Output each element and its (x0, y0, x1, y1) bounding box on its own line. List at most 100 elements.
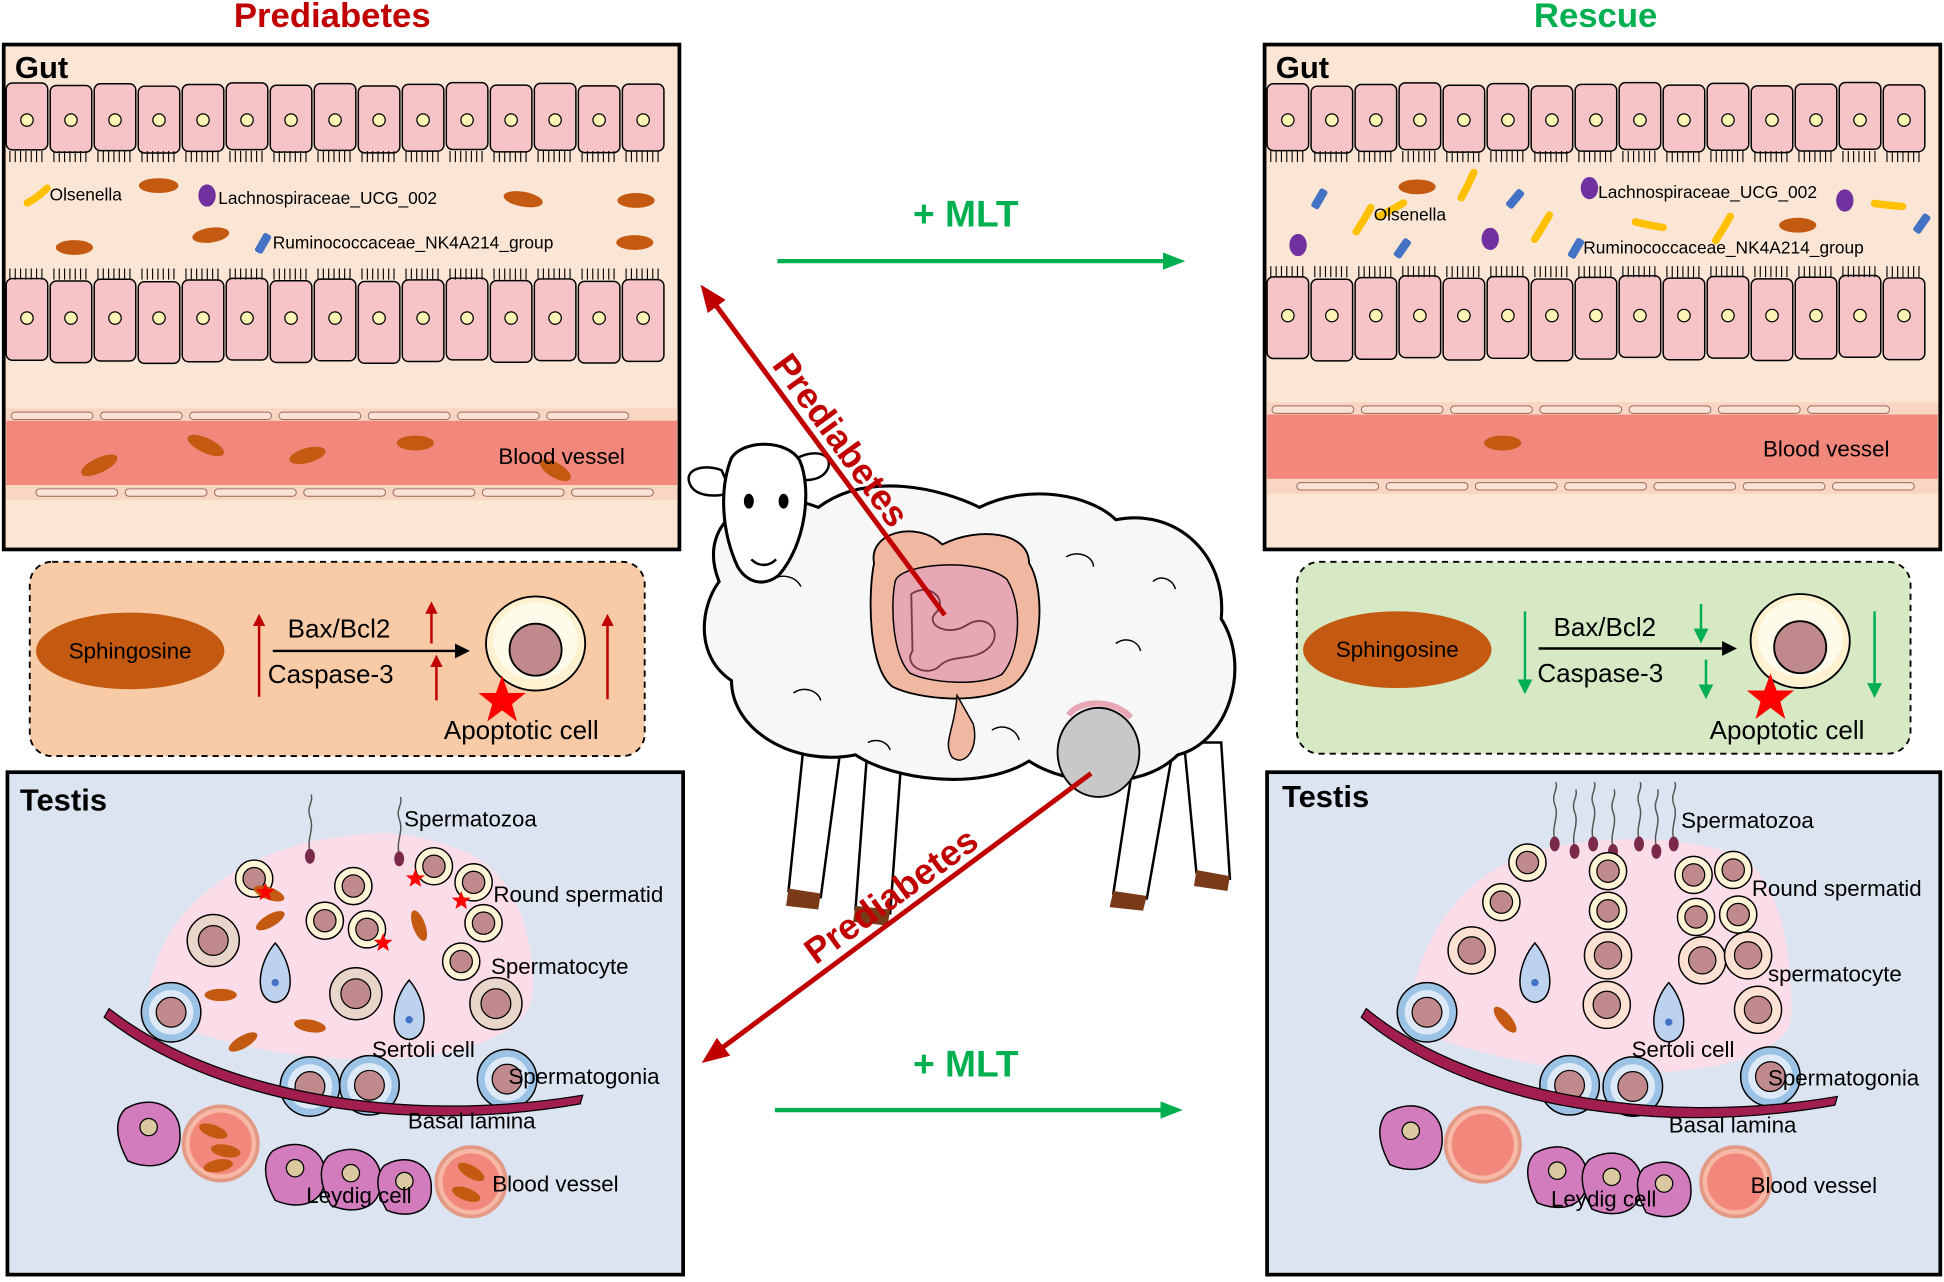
epithelial-cell (137, 268, 181, 365)
nucleus (240, 311, 254, 325)
blood-vessel-label-testis-right: Blood vessel (1751, 1173, 1877, 1198)
spermatocyte (329, 966, 383, 1021)
apoptotic-cell-icon (485, 595, 587, 692)
endothelial-cell (481, 488, 565, 497)
bacterium-orange (411, 910, 428, 941)
bacterium-orange (616, 235, 654, 250)
leydig-cell (377, 1159, 432, 1215)
apoptotic-cell-label-right: Apoptotic cell (1710, 715, 1865, 745)
epithelial-cell (1442, 266, 1486, 361)
apoptosis-panel-right: Sphingosine Bax/Bcl2 Caspase-3 Apoptotic… (1295, 560, 1912, 755)
olsenella-bacterium (1457, 168, 1478, 202)
epithelial-cell (1882, 84, 1926, 163)
nucleus (460, 113, 474, 127)
nucleus (1897, 308, 1911, 323)
nucleus (1413, 113, 1427, 127)
epithelial-cell (1574, 266, 1618, 360)
nucleus (20, 311, 34, 325)
spermatocyte (1677, 936, 1727, 985)
endothelial-cell (278, 411, 362, 421)
bacterium-orange (204, 988, 237, 1002)
testis-organ-icon (1056, 700, 1141, 798)
spermatozoon (394, 796, 405, 867)
nucleus (592, 113, 606, 127)
epithelial-cell (1838, 81, 1882, 163)
spermatocyte (1723, 931, 1773, 980)
basal-lamina-label-left: Basal lamina (408, 1109, 536, 1134)
star-icon (1746, 673, 1794, 719)
nucleus (1897, 113, 1911, 127)
bacterium-orange (55, 240, 93, 255)
spermatozoon (304, 794, 315, 864)
germ-cells-left (140, 794, 538, 1117)
round-spermatid (334, 866, 373, 906)
blood-vessel-section (434, 1145, 508, 1219)
endothelial-cell (1717, 405, 1801, 414)
leydig-cell (1527, 1146, 1588, 1209)
nucleus (1589, 113, 1603, 127)
sphingosine-oval (1303, 611, 1492, 689)
nucleus (1457, 113, 1471, 127)
nucleus (1853, 113, 1867, 127)
round-spermatid (347, 910, 387, 949)
endothelial-cell (1831, 482, 1915, 491)
round-spermatid (1713, 850, 1753, 890)
round-spermatid (1676, 897, 1716, 937)
leydig-label-left: Leydig cell (306, 1183, 411, 1208)
nucleus (108, 113, 122, 127)
nucleus (196, 113, 210, 127)
nucleus (504, 113, 518, 127)
nucleus (284, 311, 298, 325)
nucleus (152, 113, 166, 127)
endothelial-cell (1628, 405, 1712, 414)
basal-lamina-label-right: Basal lamina (1669, 1112, 1797, 1137)
endothelial-cell (392, 488, 476, 497)
round-spermatid-label-left: Round spermatid (493, 882, 663, 907)
apoptotic-cell-icon (1749, 593, 1851, 689)
bacterium-orange (1493, 1006, 1517, 1033)
nucleus (1633, 113, 1647, 127)
ruminococcaceae-bacterium (254, 233, 272, 254)
olsenella-bacterium (1711, 212, 1735, 245)
epithelial-cell (5, 268, 49, 361)
leydig-cell (116, 1101, 181, 1167)
ruminococcaceae-bacterium (1506, 189, 1525, 209)
nucleus (196, 311, 210, 325)
blood-cell (199, 1123, 228, 1139)
nucleus (64, 113, 78, 127)
epithelial-cell (533, 268, 577, 362)
spermatocyte-label-right: spermatocyte (1768, 961, 1902, 986)
epithelium-bottom-right (1266, 266, 1926, 362)
olsenella-bacterium (1374, 199, 1408, 221)
interstitium-right (1379, 1105, 1773, 1219)
endothelial-cell (1539, 405, 1623, 414)
nucleus (372, 113, 386, 127)
epithelial-cell (445, 81, 489, 163)
nucleus (1325, 308, 1339, 323)
epithelial-cell (1266, 266, 1310, 360)
ruminococcaceae-bacterium (1913, 213, 1931, 234)
epithelium-top-right (1266, 81, 1926, 163)
olsenella-bacterium (1631, 218, 1667, 232)
nucleus (1501, 308, 1515, 323)
round-spermatid (1508, 843, 1547, 882)
spermatocyte (1582, 980, 1632, 1030)
blood-cell (203, 1159, 233, 1173)
nucleus (592, 311, 606, 325)
blood-cell (457, 1162, 485, 1182)
spermatogonium (1396, 981, 1458, 1043)
endothelial-cell (189, 411, 273, 421)
lachnospiraceae-bacterium (1289, 233, 1307, 257)
prediabetes-arrow-testis (701, 771, 1093, 1063)
nucleus (1501, 113, 1515, 127)
nucleus (328, 113, 342, 127)
nucleus (1281, 113, 1295, 127)
spermatocyte (1447, 926, 1496, 975)
sphingosine-label-left: Sphingosine (69, 638, 192, 663)
ruminococcaceae-bacterium (1393, 238, 1411, 259)
epithelial-cell (137, 85, 181, 163)
spermatozoa-label-left: Spermatozoa (404, 807, 537, 832)
nucleus (1325, 113, 1339, 127)
apoptotic-cell-label-left: Apoptotic cell (444, 715, 599, 745)
nucleus (504, 311, 518, 325)
